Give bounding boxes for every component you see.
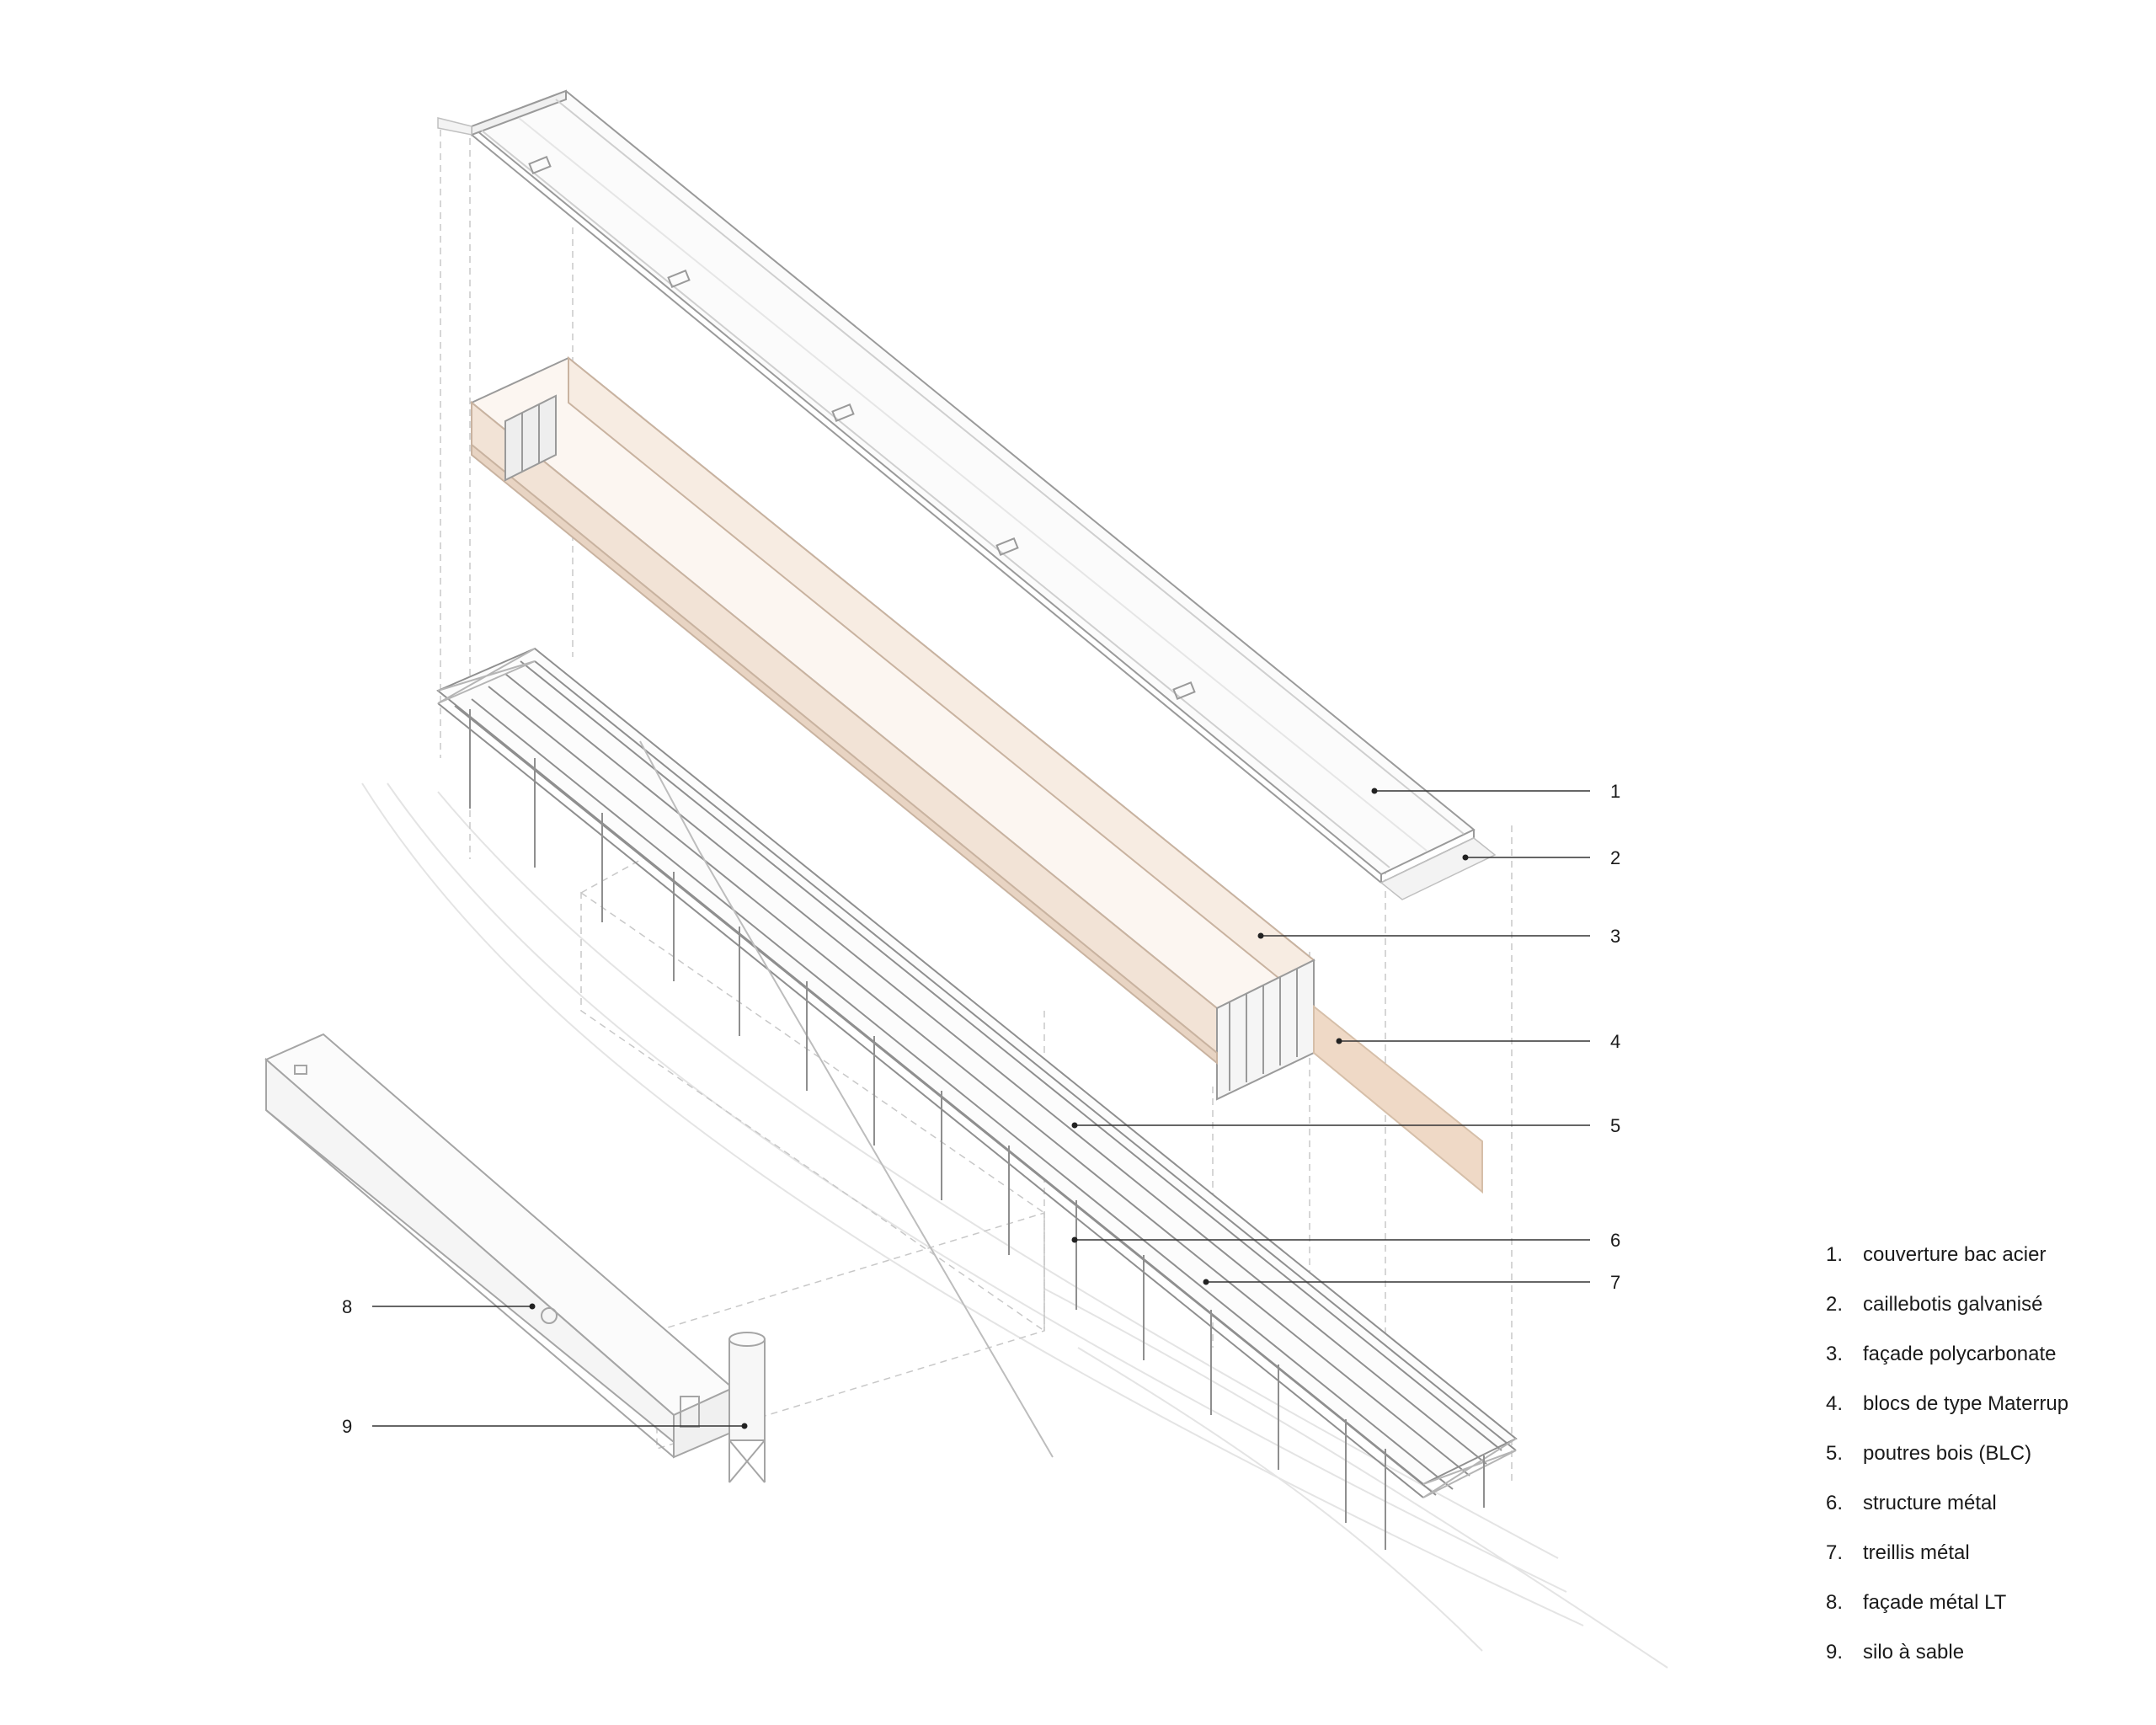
legend-text: poutres bois (BLC) xyxy=(1863,1442,2032,1465)
sand-silo xyxy=(728,1332,766,1483)
legend-text: structure métal xyxy=(1863,1492,1997,1514)
callout-1: 1 xyxy=(1610,781,1620,802)
legend-number: 2. xyxy=(1826,1293,1844,1316)
callout-5: 5 xyxy=(1610,1115,1620,1136)
legend-list: 1. couverture bac acier 2. caillebotis gal… xyxy=(1826,1243,2068,1690)
callout-3: 3 xyxy=(1610,926,1620,947)
legend-text: façade polycarbonate xyxy=(1863,1343,2057,1365)
legend-number: 4. xyxy=(1826,1392,1844,1415)
legend-item: 3. façade polycarbonate xyxy=(1826,1343,2068,1392)
legend-item: 9. silo à sable xyxy=(1826,1641,2068,1690)
legend-item: 6. structure métal xyxy=(1826,1492,2068,1541)
metal-facade-building xyxy=(264,1033,734,1459)
ground-lines xyxy=(361,782,1668,1669)
legend-item: 5. poutres bois (BLC) xyxy=(1826,1442,2068,1492)
grating-layer xyxy=(437,117,1497,900)
legend-number: 1. xyxy=(1826,1243,1844,1266)
legend-text: blocs de type Materrup xyxy=(1863,1392,2069,1415)
legend-number: 3. xyxy=(1826,1343,1844,1365)
legend-item: 1. couverture bac acier xyxy=(1826,1243,2068,1293)
legend-number: 7. xyxy=(1826,1541,1844,1564)
leader-lines xyxy=(372,790,1590,1427)
legend-number: 6. xyxy=(1826,1492,1844,1514)
legend-text: façade métal LT xyxy=(1863,1591,2007,1614)
legend-number: 9. xyxy=(1826,1641,1844,1664)
legend-text: treillis métal xyxy=(1863,1541,1970,1564)
callout-6: 6 xyxy=(1610,1230,1620,1251)
legend-item: 8. façade métal LT xyxy=(1826,1591,2068,1641)
legend-number: 5. xyxy=(1826,1442,1844,1465)
legend-text: couverture bac acier xyxy=(1863,1243,2047,1266)
structure-layer xyxy=(436,647,1518,1550)
legend-item: 4. blocs de type Materrup xyxy=(1826,1392,2068,1442)
legend-text: caillebotis galvanisé xyxy=(1863,1293,2043,1316)
callout-4: 4 xyxy=(1610,1031,1620,1052)
callout-numbers: 1 2 3 4 5 6 7 8 9 xyxy=(342,781,1620,1437)
callout-8: 8 xyxy=(342,1296,352,1317)
legend-item: 2. caillebotis galvanisé xyxy=(1826,1293,2068,1343)
facade-layer xyxy=(470,355,1483,1194)
legend-number: 8. xyxy=(1826,1591,1844,1614)
callout-7: 7 xyxy=(1610,1272,1620,1293)
callout-2: 2 xyxy=(1610,847,1620,868)
callout-9: 9 xyxy=(342,1416,352,1437)
legend-text: silo à sable xyxy=(1863,1641,1965,1664)
leader-dots xyxy=(529,788,1469,1429)
legend-item: 7. treillis métal xyxy=(1826,1541,2068,1591)
